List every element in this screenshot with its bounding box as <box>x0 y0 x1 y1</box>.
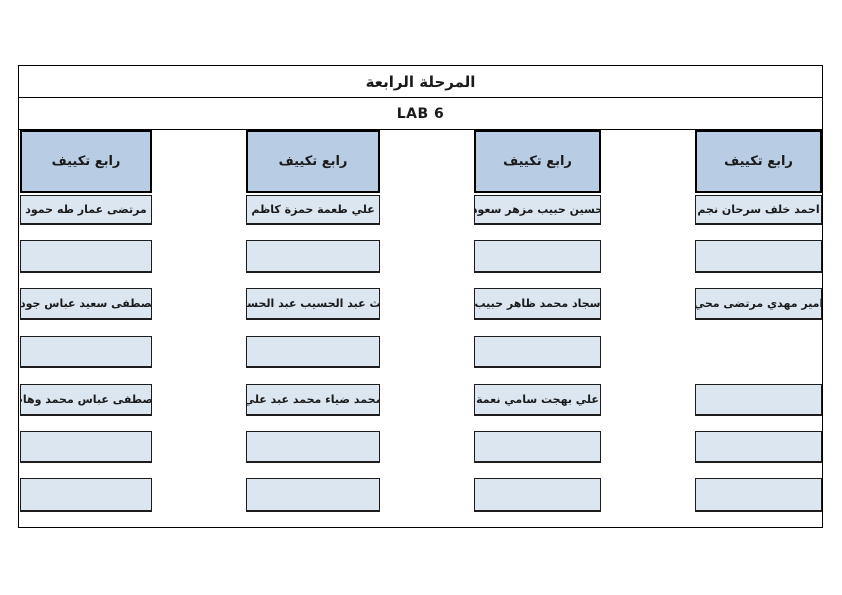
student-cell: مصطفى سعيد عباس جودة <box>20 288 152 320</box>
student-cell: امير مهدي مرتضى محي <box>695 288 822 320</box>
column-header: رابع تكييف <box>695 130 822 193</box>
lab-column-3: رابع تكييف علي طعمة حمزة كاظم غيث عبد ال… <box>246 130 380 527</box>
empty-cell <box>20 478 152 512</box>
student-cell: مصطفى عباس محمد وهاب <box>20 384 152 416</box>
lab-column-4: رابع تكييف مرتضى عمار طه حمود مصطفى سعيد… <box>20 130 152 527</box>
empty-cell <box>246 240 380 273</box>
stage-title: المرحلة الرابعة <box>19 66 822 98</box>
empty-cell <box>695 384 822 416</box>
empty-cell <box>246 336 380 368</box>
student-cell: احمد خلف سرحان نجم <box>695 195 822 225</box>
empty-cell <box>20 336 152 368</box>
empty-cell <box>474 240 601 273</box>
empty-cell <box>695 478 822 512</box>
empty-cell <box>20 240 152 273</box>
empty-cell <box>246 431 380 463</box>
student-cell: علي طعمة حمزة كاظم <box>246 195 380 225</box>
lab-title: LAB 6 <box>19 98 822 130</box>
column-header: رابع تكييف <box>246 130 380 193</box>
student-cell: محمد ضياء محمد عبد علي <box>246 384 380 416</box>
empty-cell <box>474 478 601 512</box>
empty-cell <box>695 431 822 463</box>
empty-cell <box>695 240 822 273</box>
empty-cell <box>474 336 601 368</box>
lab-column-1: رابع تكييف احمد خلف سرحان نجم امير مهدي … <box>695 130 822 527</box>
column-header: رابع تكييف <box>20 130 152 193</box>
student-cell: علي بهجت سامي نعمة <box>474 384 601 416</box>
student-cell: غيث عبد الحسيب عبد الحسين <box>246 288 380 320</box>
student-cell: مرتضى عمار طه حمود <box>20 195 152 225</box>
empty-cell <box>474 431 601 463</box>
lab-column-2: رابع تكييف حسين حبيب مزهر سعود سجاد محمد… <box>474 130 601 527</box>
empty-cell <box>20 431 152 463</box>
student-cell: حسين حبيب مزهر سعود <box>474 195 601 225</box>
student-cell: سجاد محمد ظاهر حبيب <box>474 288 601 320</box>
column-header: رابع تكييف <box>474 130 601 193</box>
schedule-table: المرحلة الرابعة LAB 6 رابع تكييف احمد خل… <box>18 65 823 528</box>
seating-grid: رابع تكييف احمد خلف سرحان نجم امير مهدي … <box>19 130 822 527</box>
empty-cell <box>246 478 380 512</box>
